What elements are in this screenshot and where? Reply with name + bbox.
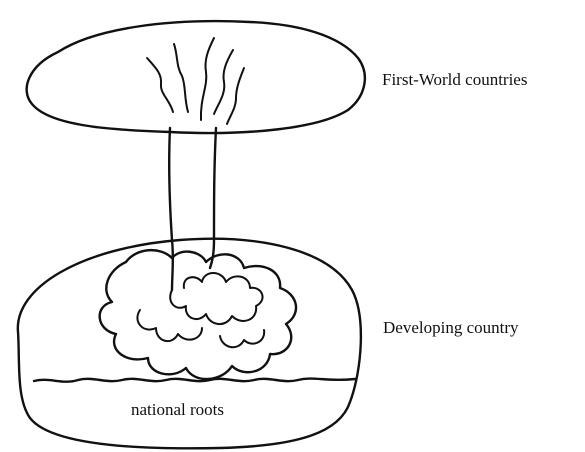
first-world-label: First-World countries — [382, 70, 528, 89]
first-world-canopy — [25, 19, 366, 135]
root-cloud-inner — [136, 309, 203, 343]
trunk-right — [208, 126, 218, 270]
branch-squiggle — [146, 57, 174, 113]
trunk-left — [167, 126, 175, 292]
root-cloud-inner — [169, 272, 264, 325]
developing-country-ground — [16, 237, 363, 450]
national-roots-label: national roots — [131, 400, 225, 419]
branch-squiggle — [173, 43, 189, 113]
root-cloud — [98, 249, 298, 381]
roots-line — [32, 377, 357, 383]
developing-country-label: Developing country — [383, 318, 519, 337]
branch-squiggle — [226, 67, 245, 125]
branch-squiggle — [199, 37, 215, 121]
root-cloud-inner — [219, 329, 266, 349]
branch-squiggle — [213, 49, 234, 115]
